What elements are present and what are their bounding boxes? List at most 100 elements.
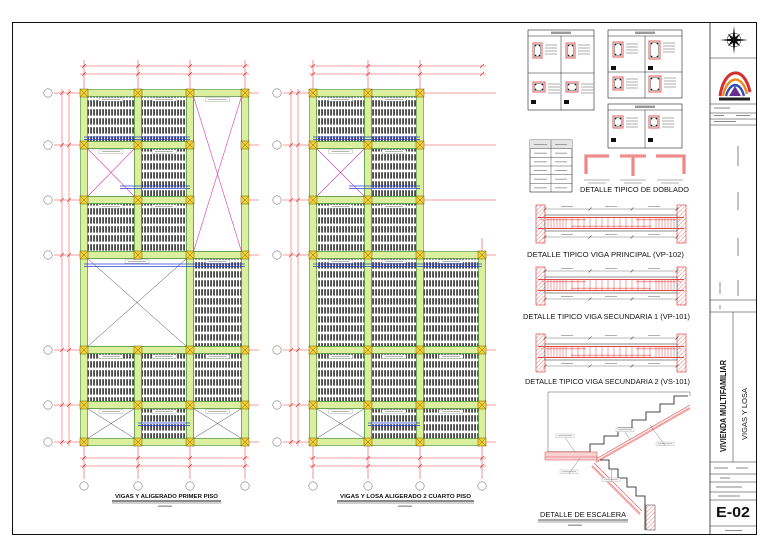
columns: [79, 88, 250, 447]
bent-bar-axis: [656, 155, 685, 174]
stirrup: [567, 44, 574, 57]
rebar-dot: [614, 124, 617, 127]
joist-slab-hatch: [87, 96, 135, 142]
dimension-tick: [288, 439, 294, 445]
column-cross: [79, 88, 89, 98]
dimension-tick: [295, 142, 301, 148]
column-cross: [308, 195, 318, 205]
dimension-tick: [295, 402, 301, 408]
bent-bar-axis: [585, 155, 609, 174]
detail-scale-note: [568, 524, 582, 526]
grid-bubble: [133, 481, 143, 491]
dimension-tick: [588, 336, 592, 340]
joist-slab-hatch: [316, 96, 365, 142]
opening-diagonal: [316, 148, 365, 197]
column-section: [532, 81, 546, 93]
dimension-tick: [66, 402, 72, 408]
grid-bubble: [43, 437, 53, 447]
dimension-tick: [295, 252, 301, 258]
column-cross: [240, 400, 250, 410]
joist-slab-hatch: [316, 353, 365, 402]
joist-slab-hatch: [316, 258, 365, 347]
support-column: [535, 333, 546, 373]
column-cross: [415, 345, 425, 355]
rebar-dot: [619, 43, 622, 46]
beam-band: [416, 401, 486, 446]
dimension-tick: [543, 336, 547, 340]
column-cross: [79, 195, 89, 205]
dimension-tick: [66, 439, 72, 445]
grid-bubble: [272, 140, 282, 150]
joist-slab-hatch: [193, 353, 242, 402]
dimension-tick: [66, 197, 72, 203]
stirrup: [534, 44, 541, 57]
dimension-tick: [187, 71, 193, 77]
joist-slab-hatch: [371, 353, 417, 402]
beam-band: [186, 401, 249, 446]
beam-edge: [193, 408, 242, 439]
dimension-tick: [135, 71, 141, 77]
stair-support-wall: [645, 504, 656, 531]
grid-bubble: [272, 345, 282, 355]
column-cross: [79, 140, 89, 150]
beam-edge: [416, 401, 486, 446]
column-cross: [79, 250, 89, 260]
dimension-tick: [81, 455, 87, 461]
dimension-tick: [288, 252, 294, 258]
beams: [309, 89, 486, 446]
dimension-tick: [417, 71, 423, 77]
rebar-dot: [655, 117, 658, 120]
column-cross: [240, 437, 250, 447]
column-section: [612, 41, 624, 58]
stirrup: [567, 83, 577, 91]
grid-bubble: [43, 345, 53, 355]
rebar-dot: [614, 117, 617, 120]
dimension-tick: [310, 455, 316, 461]
legend-swatch: [648, 66, 653, 70]
support-column: [676, 333, 687, 373]
column-section: [532, 42, 543, 59]
support-column: [676, 204, 687, 244]
grid-bubble: [308, 481, 318, 491]
column-cross: [240, 140, 250, 150]
legend-swatch: [611, 66, 616, 70]
joist-slab-hatch: [423, 353, 479, 402]
north-arrow-star: [720, 26, 748, 54]
rebar-dot: [538, 54, 541, 57]
column-cross: [185, 250, 195, 260]
grid-bubble: [43, 195, 53, 205]
dimension-tick: [66, 142, 72, 148]
column-cross: [415, 140, 425, 150]
dimension-tick: [310, 463, 316, 469]
column-cross: [363, 250, 373, 260]
rebar-dot: [574, 88, 577, 91]
rebar-dot: [614, 43, 617, 46]
beam-labels: [98, 97, 230, 414]
rebar-dot: [541, 88, 544, 91]
void-diagonal: [87, 258, 187, 347]
column-cross: [133, 400, 143, 410]
detail-title-escalera: DETALLE DE ESCALERA: [540, 512, 626, 519]
column-cross: [240, 250, 250, 260]
dimension-tick: [588, 269, 592, 273]
dimension-tick: [543, 364, 547, 368]
rebar-dot: [650, 88, 653, 91]
rebar-dot: [614, 86, 617, 89]
logo-caption: [719, 97, 750, 101]
grid-bubble: [240, 481, 250, 491]
dimension-tick: [630, 235, 634, 239]
column-cross: [363, 88, 373, 98]
stirrup: [614, 78, 622, 89]
joist-slab-hatch: [316, 203, 365, 252]
rebar-dot: [650, 77, 653, 80]
dimension-tick: [675, 235, 679, 239]
bent-bar: [584, 154, 609, 174]
rebar-dot: [655, 124, 658, 127]
rebar-dot: [619, 78, 622, 81]
grid-bubble: [272, 400, 282, 410]
column-section: [612, 115, 624, 129]
column-cross: [415, 400, 425, 410]
dimension-tick: [365, 455, 371, 461]
dimension-tick: [288, 347, 294, 353]
